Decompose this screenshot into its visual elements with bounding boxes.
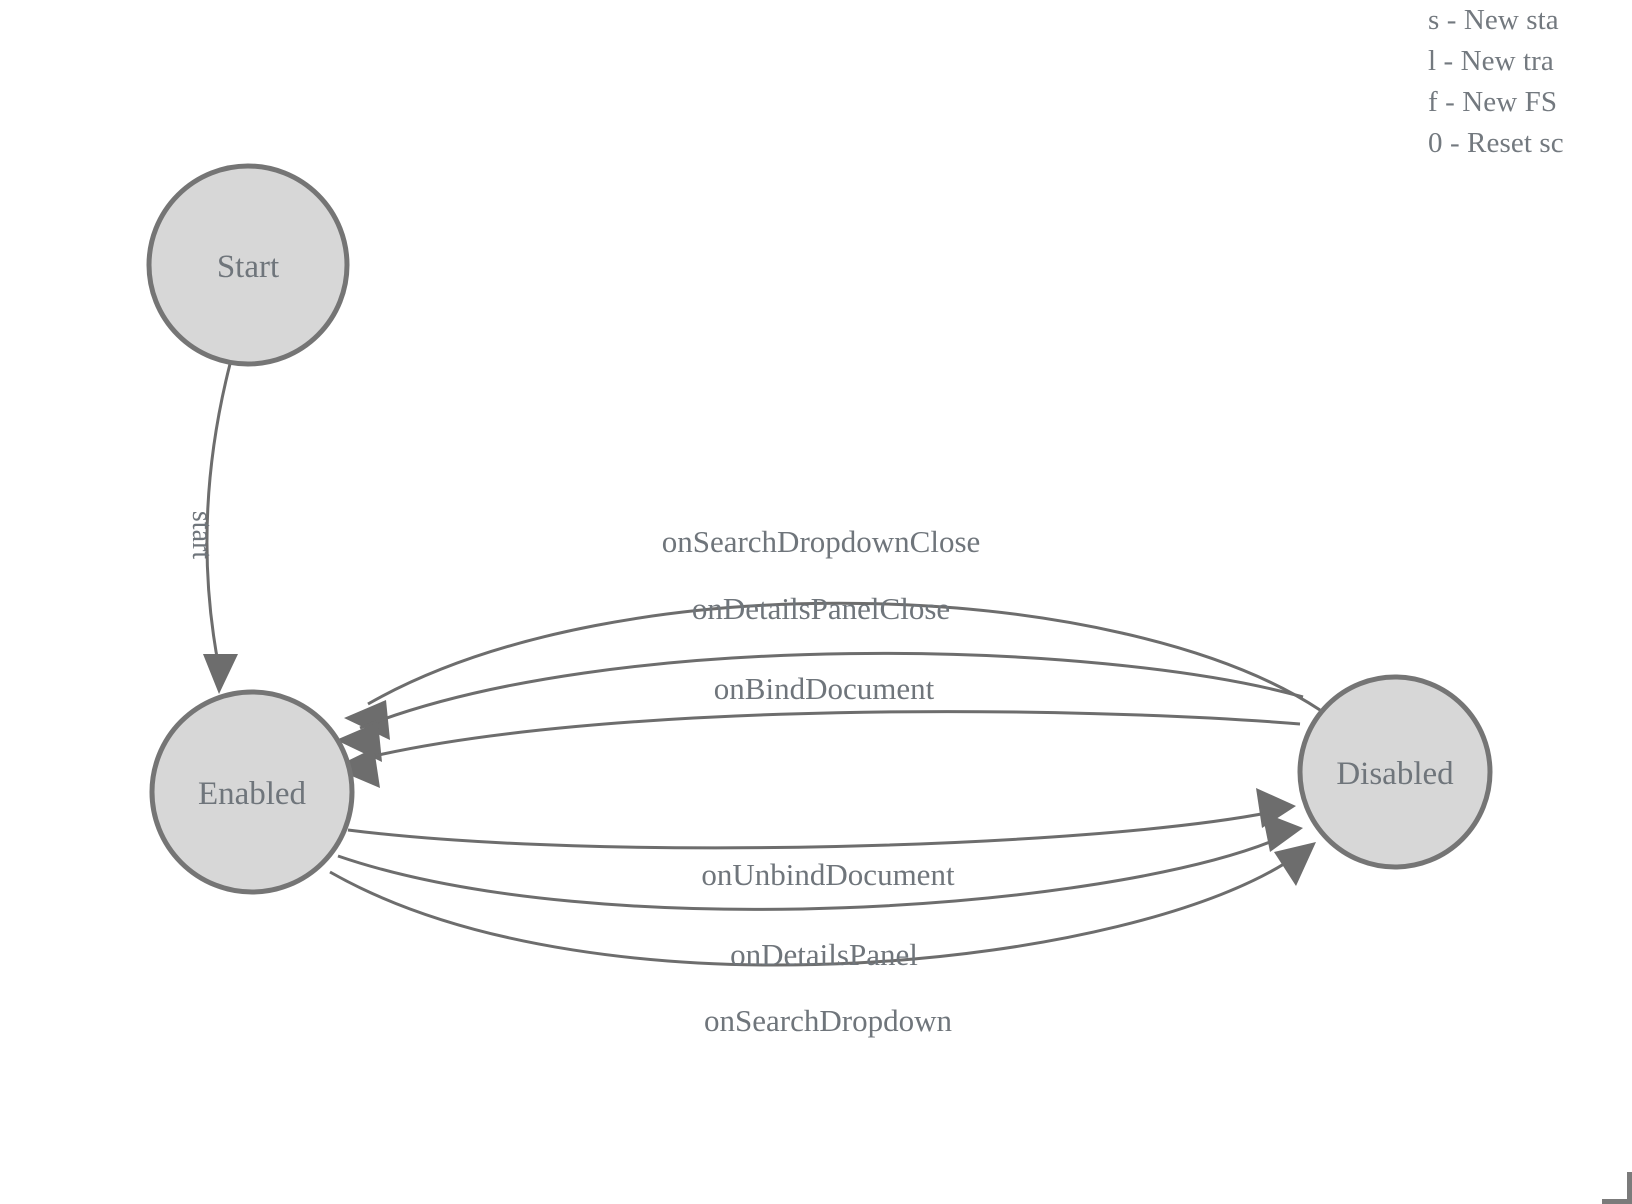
edge-path-details-panel xyxy=(337,836,1281,911)
edge-label-on-search-dropdown: onSearchDropdown xyxy=(704,1003,952,1038)
arrowhead-bind-document xyxy=(333,748,380,788)
edge-disabled-to-enabled-details-close[interactable] xyxy=(336,651,1304,762)
edge-path-start xyxy=(205,363,232,669)
nodes-layer: Start Enabled Disabled xyxy=(146,163,1493,895)
keyboard-help-overlay: s - New sta l - New tra f - New FS 0 - R… xyxy=(1428,0,1632,164)
edge-path-search-dropdown xyxy=(329,854,1297,967)
state-node-enabled-circle[interactable] xyxy=(149,689,355,895)
edge-path-search-close xyxy=(367,601,1321,712)
arrowhead-search-dropdown xyxy=(1274,842,1316,886)
state-node-disabled-label: Disabled xyxy=(1336,756,1454,792)
arrowhead-start-to-enabled xyxy=(203,654,238,694)
edge-path-bind-document xyxy=(356,710,1301,762)
help-line-new-state: s - New sta xyxy=(1428,4,1559,36)
resize-handle-vertical-bar xyxy=(1627,1172,1632,1204)
edge-label-on-unbind-document: onUnbindDocument xyxy=(701,857,955,892)
edge-enabled-to-disabled-unbind-document[interactable] xyxy=(347,788,1296,850)
help-line-new-fsm: f - New FS xyxy=(1428,86,1558,118)
edge-enabled-to-disabled-details-panel[interactable] xyxy=(337,812,1303,911)
edge-label-on-bind-document: onBindDocument xyxy=(714,671,935,706)
edge-disabled-to-enabled-bind-document[interactable] xyxy=(333,710,1301,788)
resize-handle-horizontal-bar xyxy=(1602,1199,1632,1204)
help-line-reset: 0 - Reset sc xyxy=(1428,127,1564,159)
state-node-disabled[interactable]: Disabled xyxy=(1297,674,1493,870)
window-resize-handle[interactable] xyxy=(1602,1172,1632,1204)
state-node-start[interactable]: Start xyxy=(146,163,350,367)
edge-enabled-to-disabled-search-dropdown[interactable] xyxy=(329,842,1316,967)
arrowhead-details-panel xyxy=(1262,812,1303,852)
edge-label-on-search-dropdown-close: onSearchDropdownClose xyxy=(662,524,981,559)
edges-layer xyxy=(203,363,1321,967)
edge-path-details-close xyxy=(359,651,1304,730)
state-node-start-circle[interactable] xyxy=(146,163,350,367)
edge-label-on-details-panel: onDetailsPanel xyxy=(730,937,918,972)
help-line-new-transition: l - New tra xyxy=(1428,45,1554,77)
edge-start-to-enabled[interactable] xyxy=(203,363,238,694)
edge-labels-layer: start onSearchDropdownClose onDetailsPan… xyxy=(186,511,980,1038)
state-node-disabled-circle[interactable] xyxy=(1297,674,1493,870)
edge-label-start: start xyxy=(186,511,217,559)
state-node-start-label: Start xyxy=(217,249,279,285)
state-node-enabled[interactable]: Enabled xyxy=(149,689,355,895)
edge-label-on-details-panel-close: onDetailsPanelClose xyxy=(692,591,950,626)
edge-path-unbind-document xyxy=(347,810,1273,850)
state-node-enabled-label: Enabled xyxy=(198,776,307,812)
